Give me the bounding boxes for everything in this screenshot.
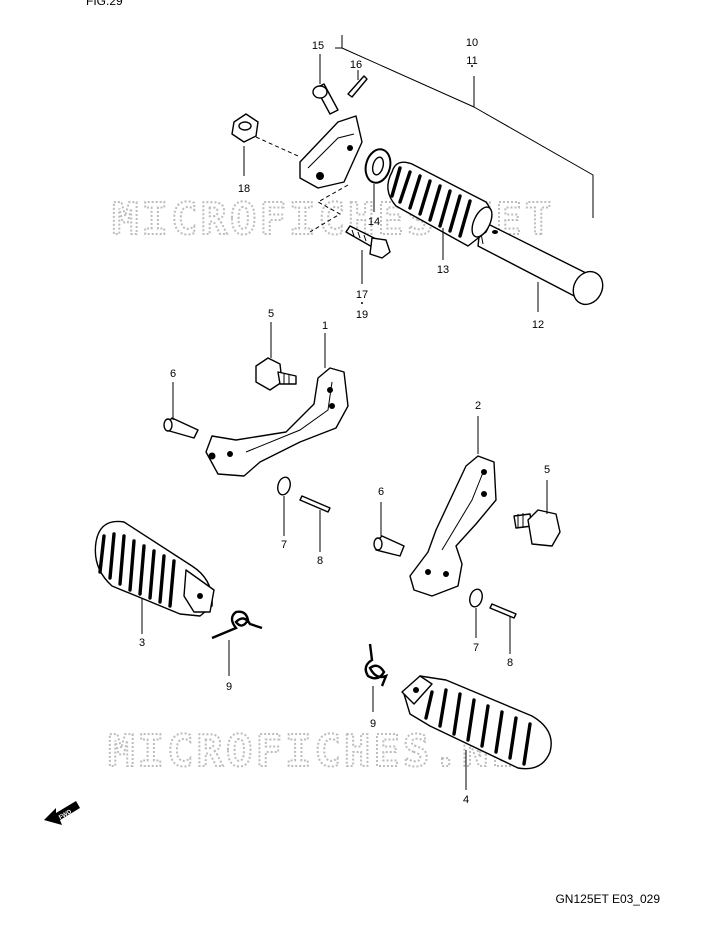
- callout-19: 19: [356, 309, 368, 321]
- dashed-axis-17: [309, 184, 349, 233]
- part-8-cotter-left: [299, 495, 331, 513]
- callout-5-right: 5: [544, 464, 550, 476]
- callout-9-right: 9: [370, 718, 376, 730]
- part-5-bolt-left: [255, 357, 297, 391]
- callout-7-left: 7: [281, 539, 287, 551]
- callout-15: 15: [312, 40, 324, 52]
- part-14-washer: [364, 148, 392, 184]
- part-2-footrest-bracket-right: [409, 455, 497, 597]
- callout-8-right: 8: [507, 657, 513, 669]
- part-3-footrest-left: [94, 520, 215, 617]
- part-13-footrest-rubber: [387, 161, 493, 247]
- callout-17: 17: [356, 289, 368, 301]
- callout-12: 12: [532, 319, 544, 331]
- part-7-washer-left: [277, 476, 291, 496]
- callout-14: 14: [368, 216, 380, 228]
- part-16-cotter-pin: [347, 75, 368, 98]
- callout-10: 10: [466, 37, 478, 49]
- callout-6-right: 6: [378, 486, 384, 498]
- callout-18: 18: [238, 183, 250, 195]
- part-18-nut: [231, 113, 259, 143]
- callout-1: 1: [322, 320, 328, 332]
- part-15-pin: [312, 83, 339, 115]
- part-6-pin-right: [373, 535, 405, 557]
- part-17-bolt: [345, 225, 391, 259]
- footrest-holder: [299, 115, 363, 189]
- callout-8-left: 8: [317, 555, 323, 567]
- callout-11: 11: [466, 55, 477, 67]
- leader-dot-19: [361, 302, 363, 304]
- part-4-footrest-right: [401, 675, 552, 770]
- part-5-bolt-right: [513, 509, 561, 547]
- callout-3: 3: [139, 637, 145, 649]
- callout-16: 16: [350, 59, 362, 71]
- part-9-spring-left: [211, 610, 263, 640]
- forward-arrow-icon: FWD: [44, 801, 80, 825]
- callout-6-left: 6: [170, 368, 176, 380]
- callout-7-right: 7: [473, 642, 479, 654]
- dashed-axis-18: [255, 136, 299, 157]
- callout-13: 13: [437, 264, 449, 276]
- figure-heading: FIG.29: [86, 0, 123, 8]
- part-1-footrest-bracket-left: [205, 367, 349, 477]
- callout-9-left: 9: [226, 681, 232, 693]
- part-9-spring-right: [364, 643, 389, 687]
- callout-5-left: 5: [268, 308, 274, 320]
- part-6-pin-left: [163, 417, 199, 439]
- leader-dot: [471, 65, 473, 67]
- part-8-cotter-right: [489, 603, 517, 619]
- drawing-code: GN125ET E03_029: [555, 892, 660, 906]
- callout-4: 4: [463, 794, 469, 806]
- callout-2: 2: [475, 400, 481, 412]
- part-7-washer-right: [469, 588, 483, 608]
